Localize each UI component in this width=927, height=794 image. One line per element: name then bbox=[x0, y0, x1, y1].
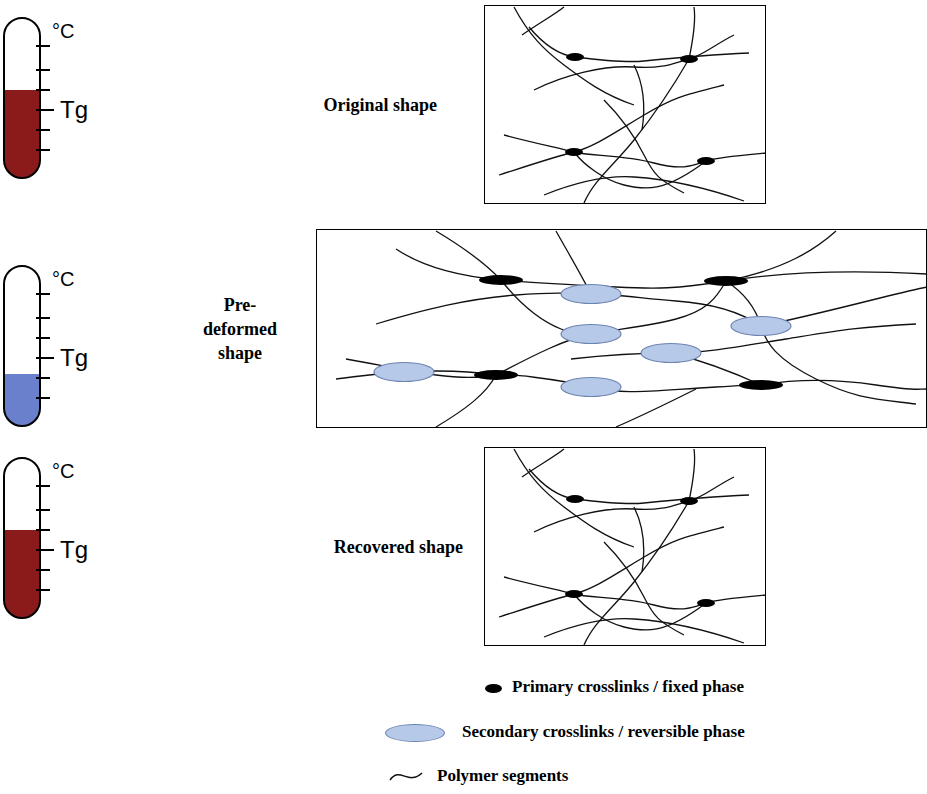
unit-label: °C bbox=[52, 460, 74, 483]
scale-tick bbox=[36, 149, 50, 151]
thermometer-fill bbox=[4, 90, 40, 178]
state-heading: Pre-deformed shape bbox=[203, 292, 277, 365]
shape-panel: Original shape bbox=[484, 5, 766, 204]
thermometer bbox=[4, 458, 54, 618]
thermometer-tube bbox=[4, 458, 40, 618]
polymer-segment bbox=[574, 152, 706, 188]
polymer-segment bbox=[689, 449, 695, 501]
primary-crosslink bbox=[680, 497, 698, 505]
secondary-crosslink bbox=[561, 378, 621, 397]
thermometer-fill bbox=[4, 374, 40, 426]
temperature-label: Tg bbox=[60, 344, 88, 372]
scale-tick bbox=[36, 377, 50, 379]
polymer-segment bbox=[499, 527, 724, 617]
primary-crosslink bbox=[566, 53, 584, 61]
scale-tick bbox=[36, 509, 50, 511]
scale-tick bbox=[36, 109, 54, 111]
legend-text: Polymer segments bbox=[437, 766, 568, 786]
primary-crosslink bbox=[479, 275, 523, 285]
legend-text: Primary crosslinks / fixed phase bbox=[512, 677, 744, 697]
scale-tick bbox=[36, 397, 50, 399]
polymer-segment bbox=[761, 381, 927, 390]
shape-panel: Pre-deformed shape bbox=[316, 229, 927, 428]
secondary-crosslink bbox=[731, 317, 791, 336]
scale-tick bbox=[36, 89, 50, 91]
temperature-label: Tg bbox=[60, 96, 88, 124]
polymer-segment bbox=[514, 7, 634, 105]
secondary-crosslink bbox=[561, 325, 621, 344]
polymer-segment bbox=[529, 27, 749, 62]
secondary-crosslink bbox=[641, 344, 701, 363]
polymer-segment bbox=[436, 231, 501, 280]
polymer-segment bbox=[544, 619, 744, 643]
scale-tick bbox=[36, 357, 54, 359]
polymer-segment bbox=[436, 375, 496, 427]
polymer-network bbox=[499, 7, 766, 203]
scale-tick bbox=[36, 549, 54, 551]
legend-swatch bbox=[385, 724, 445, 742]
primary-crosslink bbox=[739, 380, 783, 390]
legend-swatch bbox=[485, 684, 502, 693]
polymer-network bbox=[336, 231, 927, 427]
polymer-segment bbox=[726, 281, 916, 404]
thermometer-fill bbox=[4, 530, 40, 618]
polymer-segment bbox=[499, 85, 724, 175]
primary-crosslink bbox=[566, 495, 584, 503]
legend-line-sample bbox=[390, 773, 422, 780]
polymer-network bbox=[499, 449, 766, 645]
scale-tick bbox=[36, 129, 50, 131]
unit-label: °C bbox=[52, 20, 74, 43]
scale-tick bbox=[36, 317, 50, 319]
polymer-segment bbox=[616, 389, 696, 427]
unit-label: °C bbox=[52, 268, 74, 291]
polymer-segment bbox=[396, 249, 927, 288]
polymer-segment bbox=[574, 594, 706, 630]
state-heading: Original shape bbox=[323, 92, 437, 116]
shape-panel: Recovered shape bbox=[484, 447, 766, 646]
thermometer bbox=[4, 18, 54, 178]
scale-tick bbox=[36, 589, 50, 591]
primary-crosslink bbox=[697, 157, 715, 165]
temperature-label: Tg bbox=[60, 536, 88, 564]
scale-tick bbox=[36, 337, 50, 339]
secondary-crosslink bbox=[374, 363, 434, 382]
polymer-segment bbox=[534, 35, 734, 90]
polymer-segment bbox=[529, 469, 749, 504]
scale-tick bbox=[36, 529, 50, 531]
polymer-segment bbox=[346, 359, 763, 392]
primary-crosslink bbox=[565, 148, 583, 156]
primary-crosslink bbox=[697, 599, 715, 607]
polymer-segment bbox=[634, 507, 644, 572]
state-heading: Recovered shape bbox=[334, 534, 463, 558]
scale-tick bbox=[36, 485, 50, 487]
thermometer bbox=[4, 266, 54, 426]
polymer-segment bbox=[496, 281, 726, 375]
primary-crosslink bbox=[565, 590, 583, 598]
polymer-segment bbox=[544, 177, 744, 201]
polymer-segment bbox=[514, 449, 634, 547]
scale-tick bbox=[36, 45, 50, 47]
polymer-segment bbox=[689, 7, 695, 59]
scale-tick bbox=[36, 69, 50, 71]
polymer-segment bbox=[726, 231, 836, 281]
secondary-crosslink bbox=[561, 285, 621, 304]
scale-tick bbox=[36, 569, 50, 571]
thermometer-tube bbox=[4, 266, 40, 426]
scale-tick bbox=[36, 293, 50, 295]
primary-crosslink bbox=[680, 55, 698, 63]
polymer-segment bbox=[534, 477, 734, 532]
polymer-segment bbox=[634, 65, 644, 130]
primary-crosslink bbox=[474, 370, 518, 380]
legend-text: Secondary crosslinks / reversible phase bbox=[462, 722, 745, 742]
thermometer-tube bbox=[4, 18, 40, 178]
primary-crosslink bbox=[704, 276, 748, 286]
